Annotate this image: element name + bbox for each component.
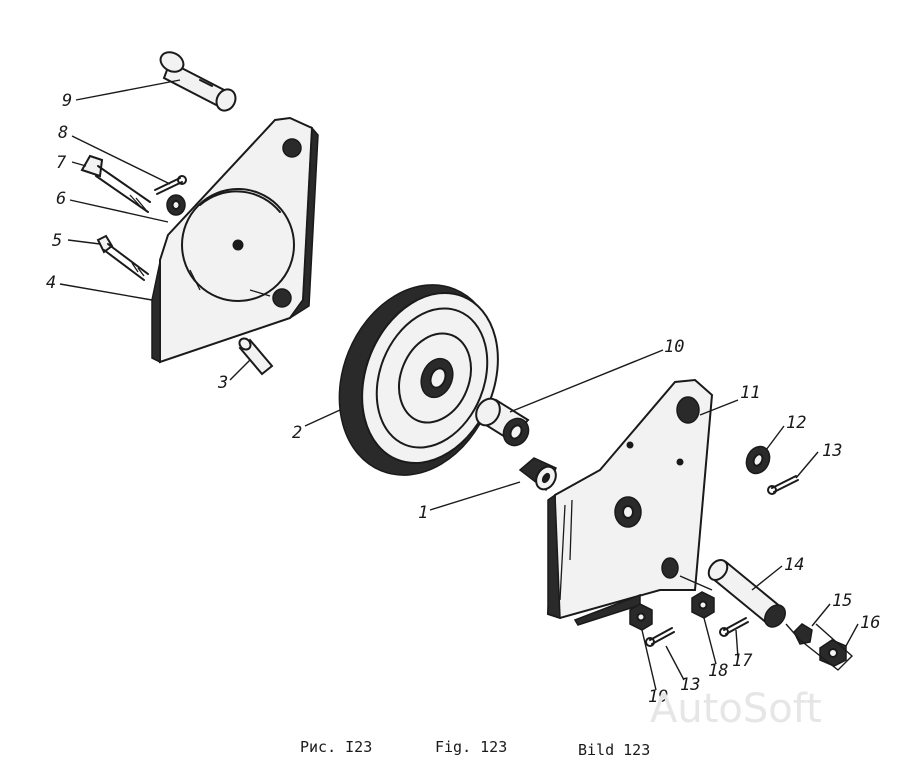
label-18: 18: [708, 661, 728, 681]
leader-19: [641, 629, 657, 691]
leader-17: [735, 629, 739, 659]
part-11-bracket: [546, 378, 714, 626]
part-5-bolt: [96, 234, 149, 281]
caption-de: Bild 123: [578, 741, 650, 759]
part-17-cotter-pin: [719, 617, 749, 637]
label-12: 12: [786, 413, 806, 433]
part-7-bolt: [80, 154, 151, 213]
leader-10: [509, 349, 664, 413]
leader-9: [75, 79, 181, 101]
caption-en: Fig. 123: [435, 738, 507, 756]
part-18-castle-nut: [691, 591, 715, 619]
leader-13b: [665, 645, 685, 681]
leader-lines: [59, 79, 859, 691]
label-19: 19: [648, 687, 668, 707]
part-12-washer: [745, 445, 771, 475]
leader-3: [229, 359, 251, 381]
leader-15: [811, 603, 831, 627]
label-17: 17: [732, 651, 753, 671]
part-13-cotter-pin-lower: [645, 627, 675, 647]
label-13-lower: 13: [680, 675, 700, 695]
leader-4: [59, 283, 153, 301]
part-8-cotter-pin: [154, 175, 187, 195]
label-10: 10: [664, 337, 684, 357]
label-7: 7: [56, 153, 67, 173]
label-2: 2: [292, 423, 302, 443]
leader-7: [71, 161, 87, 167]
label-4: 4: [46, 273, 56, 293]
figure-captions: Рис. I23 Fig. 123 Bild 123: [300, 738, 650, 759]
label-9: 9: [62, 91, 72, 111]
leader-2: [304, 409, 341, 427]
part-19-castle-nut: [629, 603, 653, 631]
leader-8: [71, 135, 171, 185]
label-5: 5: [52, 231, 62, 251]
part-labels: 9 8 7 6 5 4 3 2 10 11 1 12 13 14 15 16 1…: [46, 91, 880, 707]
label-14: 14: [784, 555, 804, 575]
part-10-bushing: [475, 397, 530, 447]
part-15-nut: [793, 623, 813, 645]
leader-12: [765, 425, 785, 451]
leader-11: [699, 399, 739, 416]
part-6-washer: [166, 194, 186, 216]
label-3: 3: [217, 373, 228, 393]
label-8: 8: [58, 123, 68, 143]
part-14-shaft: [707, 559, 786, 628]
caption-ru: Рис. I23: [300, 738, 372, 756]
watermark: AutoSoft: [650, 686, 822, 732]
leader-16: [845, 623, 859, 647]
part-1-bush: [518, 457, 557, 492]
label-13-upper: 13: [822, 441, 842, 461]
leader-14-slot: [679, 575, 713, 591]
part-4-bracket-plate: [151, 116, 319, 364]
leader-14: [751, 565, 783, 591]
part-3-dowel: [238, 337, 274, 376]
label-1: 1: [418, 503, 428, 523]
leader-15-bracket: [785, 623, 854, 671]
label-6: 6: [56, 189, 66, 209]
label-15: 15: [832, 591, 852, 611]
part-16-nut: [819, 639, 847, 667]
leader-5: [67, 239, 101, 245]
label-16: 16: [860, 613, 880, 633]
leader-13a: [795, 451, 819, 479]
part-9-pin: [159, 51, 237, 112]
part-13-cotter-pin-upper: [767, 475, 799, 495]
part-2-pulley: [338, 284, 499, 476]
label-11: 11: [740, 383, 760, 403]
leader-18: [703, 617, 717, 665]
leader-1: [429, 481, 521, 511]
leader-6: [69, 199, 169, 223]
